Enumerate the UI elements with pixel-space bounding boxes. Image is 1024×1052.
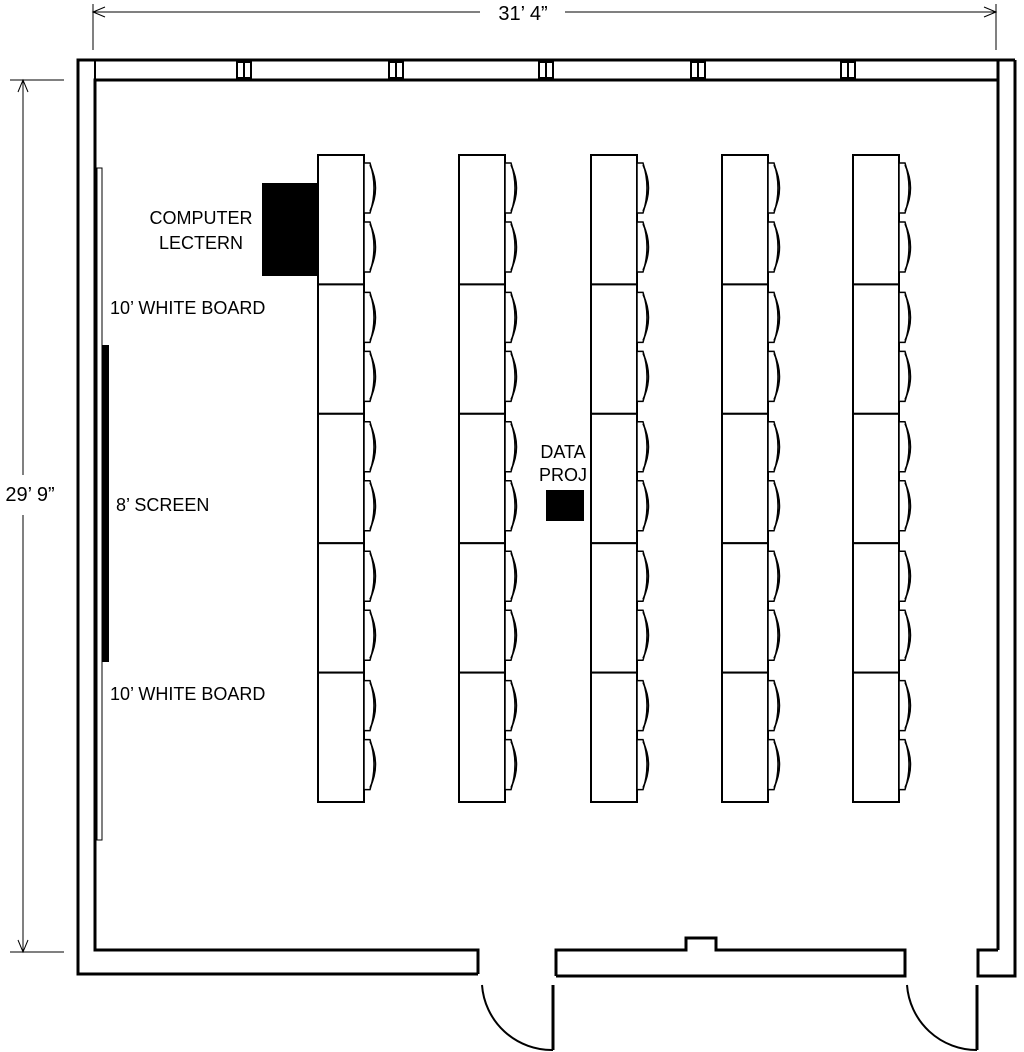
chair bbox=[363, 421, 377, 473]
table bbox=[852, 283, 900, 415]
chair bbox=[504, 738, 518, 791]
data-projector bbox=[546, 490, 584, 521]
chair bbox=[363, 738, 377, 791]
chair bbox=[363, 162, 377, 214]
table bbox=[721, 671, 769, 803]
table bbox=[852, 412, 900, 545]
chair bbox=[363, 221, 377, 273]
chair bbox=[504, 550, 518, 602]
table bbox=[458, 671, 506, 803]
screen-label: 8’ SCREEN bbox=[116, 495, 209, 515]
chair bbox=[767, 162, 781, 214]
chair bbox=[898, 679, 912, 732]
computer-lectern bbox=[262, 183, 318, 276]
chair bbox=[504, 221, 518, 273]
table bbox=[852, 671, 900, 803]
chair bbox=[636, 480, 650, 532]
width-label: 31’ 4” bbox=[498, 3, 547, 25]
chair bbox=[504, 421, 518, 473]
chair bbox=[636, 738, 650, 791]
chair bbox=[636, 291, 650, 344]
chair bbox=[767, 609, 781, 661]
front-wall-fixtures bbox=[96, 167, 109, 841]
table bbox=[590, 154, 638, 286]
chair bbox=[504, 162, 518, 214]
height-label: 29’ 9” bbox=[5, 484, 54, 506]
chair bbox=[636, 550, 650, 602]
chair bbox=[504, 291, 518, 344]
table bbox=[721, 412, 769, 545]
chair bbox=[898, 550, 912, 602]
table bbox=[317, 542, 365, 674]
chair bbox=[504, 679, 518, 732]
table bbox=[852, 542, 900, 674]
table bbox=[590, 671, 638, 803]
chair bbox=[636, 421, 650, 473]
chair bbox=[636, 679, 650, 732]
chair bbox=[363, 550, 377, 602]
table bbox=[721, 283, 769, 415]
table bbox=[317, 671, 365, 803]
chair bbox=[636, 162, 650, 214]
chair bbox=[898, 350, 912, 403]
table bbox=[458, 283, 506, 415]
chair bbox=[898, 480, 912, 532]
chair bbox=[898, 291, 912, 344]
height-dimension: 29’ 9” bbox=[5, 78, 64, 954]
whiteboard bbox=[96, 167, 103, 841]
chair bbox=[504, 480, 518, 532]
chair bbox=[363, 679, 377, 732]
chair bbox=[636, 350, 650, 403]
chair bbox=[898, 421, 912, 473]
whiteboard-bottom-label: 10’ WHITE BOARD bbox=[110, 684, 265, 704]
chair bbox=[363, 609, 377, 661]
projector-label-line2: PROJ bbox=[539, 465, 587, 485]
table bbox=[721, 542, 769, 674]
table bbox=[317, 283, 365, 415]
chair bbox=[363, 291, 377, 344]
table bbox=[590, 412, 638, 545]
chair bbox=[363, 350, 377, 403]
door-left[interactable] bbox=[481, 984, 555, 1052]
windows bbox=[94, 60, 856, 80]
chair bbox=[636, 221, 650, 273]
chair bbox=[767, 550, 781, 602]
table bbox=[458, 154, 506, 286]
projection-screen bbox=[102, 345, 109, 662]
chair bbox=[898, 162, 912, 214]
whiteboard-top-label: 10’ WHITE BOARD bbox=[110, 298, 265, 318]
chair bbox=[898, 221, 912, 273]
room-walls bbox=[76, 58, 1017, 978]
chair bbox=[767, 738, 781, 791]
width-dimension: 31’ 4” bbox=[91, 3, 998, 50]
chair bbox=[898, 738, 912, 791]
chair bbox=[767, 480, 781, 532]
table bbox=[590, 283, 638, 415]
chair bbox=[898, 609, 912, 661]
chair bbox=[504, 609, 518, 661]
lectern-label-line2: LECTERN bbox=[159, 233, 243, 253]
chair bbox=[767, 679, 781, 732]
chair bbox=[767, 291, 781, 344]
table bbox=[721, 154, 769, 286]
door-right[interactable] bbox=[906, 984, 979, 1052]
chair bbox=[504, 350, 518, 403]
table bbox=[458, 412, 506, 545]
chair bbox=[767, 221, 781, 273]
chair bbox=[363, 480, 377, 532]
projector-label-line1: DATA bbox=[540, 442, 585, 462]
chair bbox=[767, 350, 781, 403]
table bbox=[317, 412, 365, 545]
lectern-label-line1: COMPUTER bbox=[150, 208, 253, 228]
table bbox=[458, 542, 506, 674]
table bbox=[590, 542, 638, 674]
table bbox=[317, 154, 365, 286]
table bbox=[852, 154, 900, 286]
chair bbox=[636, 609, 650, 661]
chair bbox=[767, 421, 781, 473]
seating-area bbox=[317, 154, 912, 803]
